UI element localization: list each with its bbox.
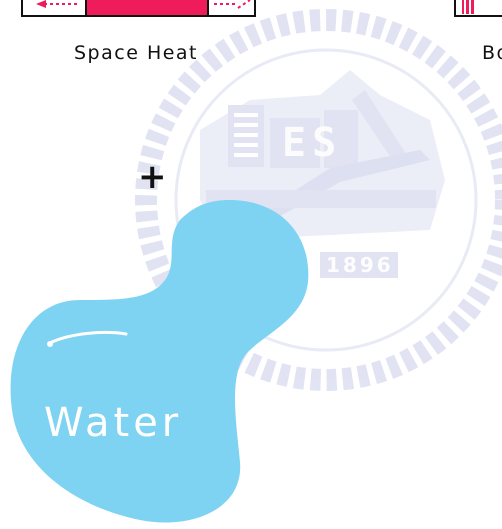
water-label: Water: [44, 400, 182, 446]
water-highlight-dot: [47, 341, 53, 347]
